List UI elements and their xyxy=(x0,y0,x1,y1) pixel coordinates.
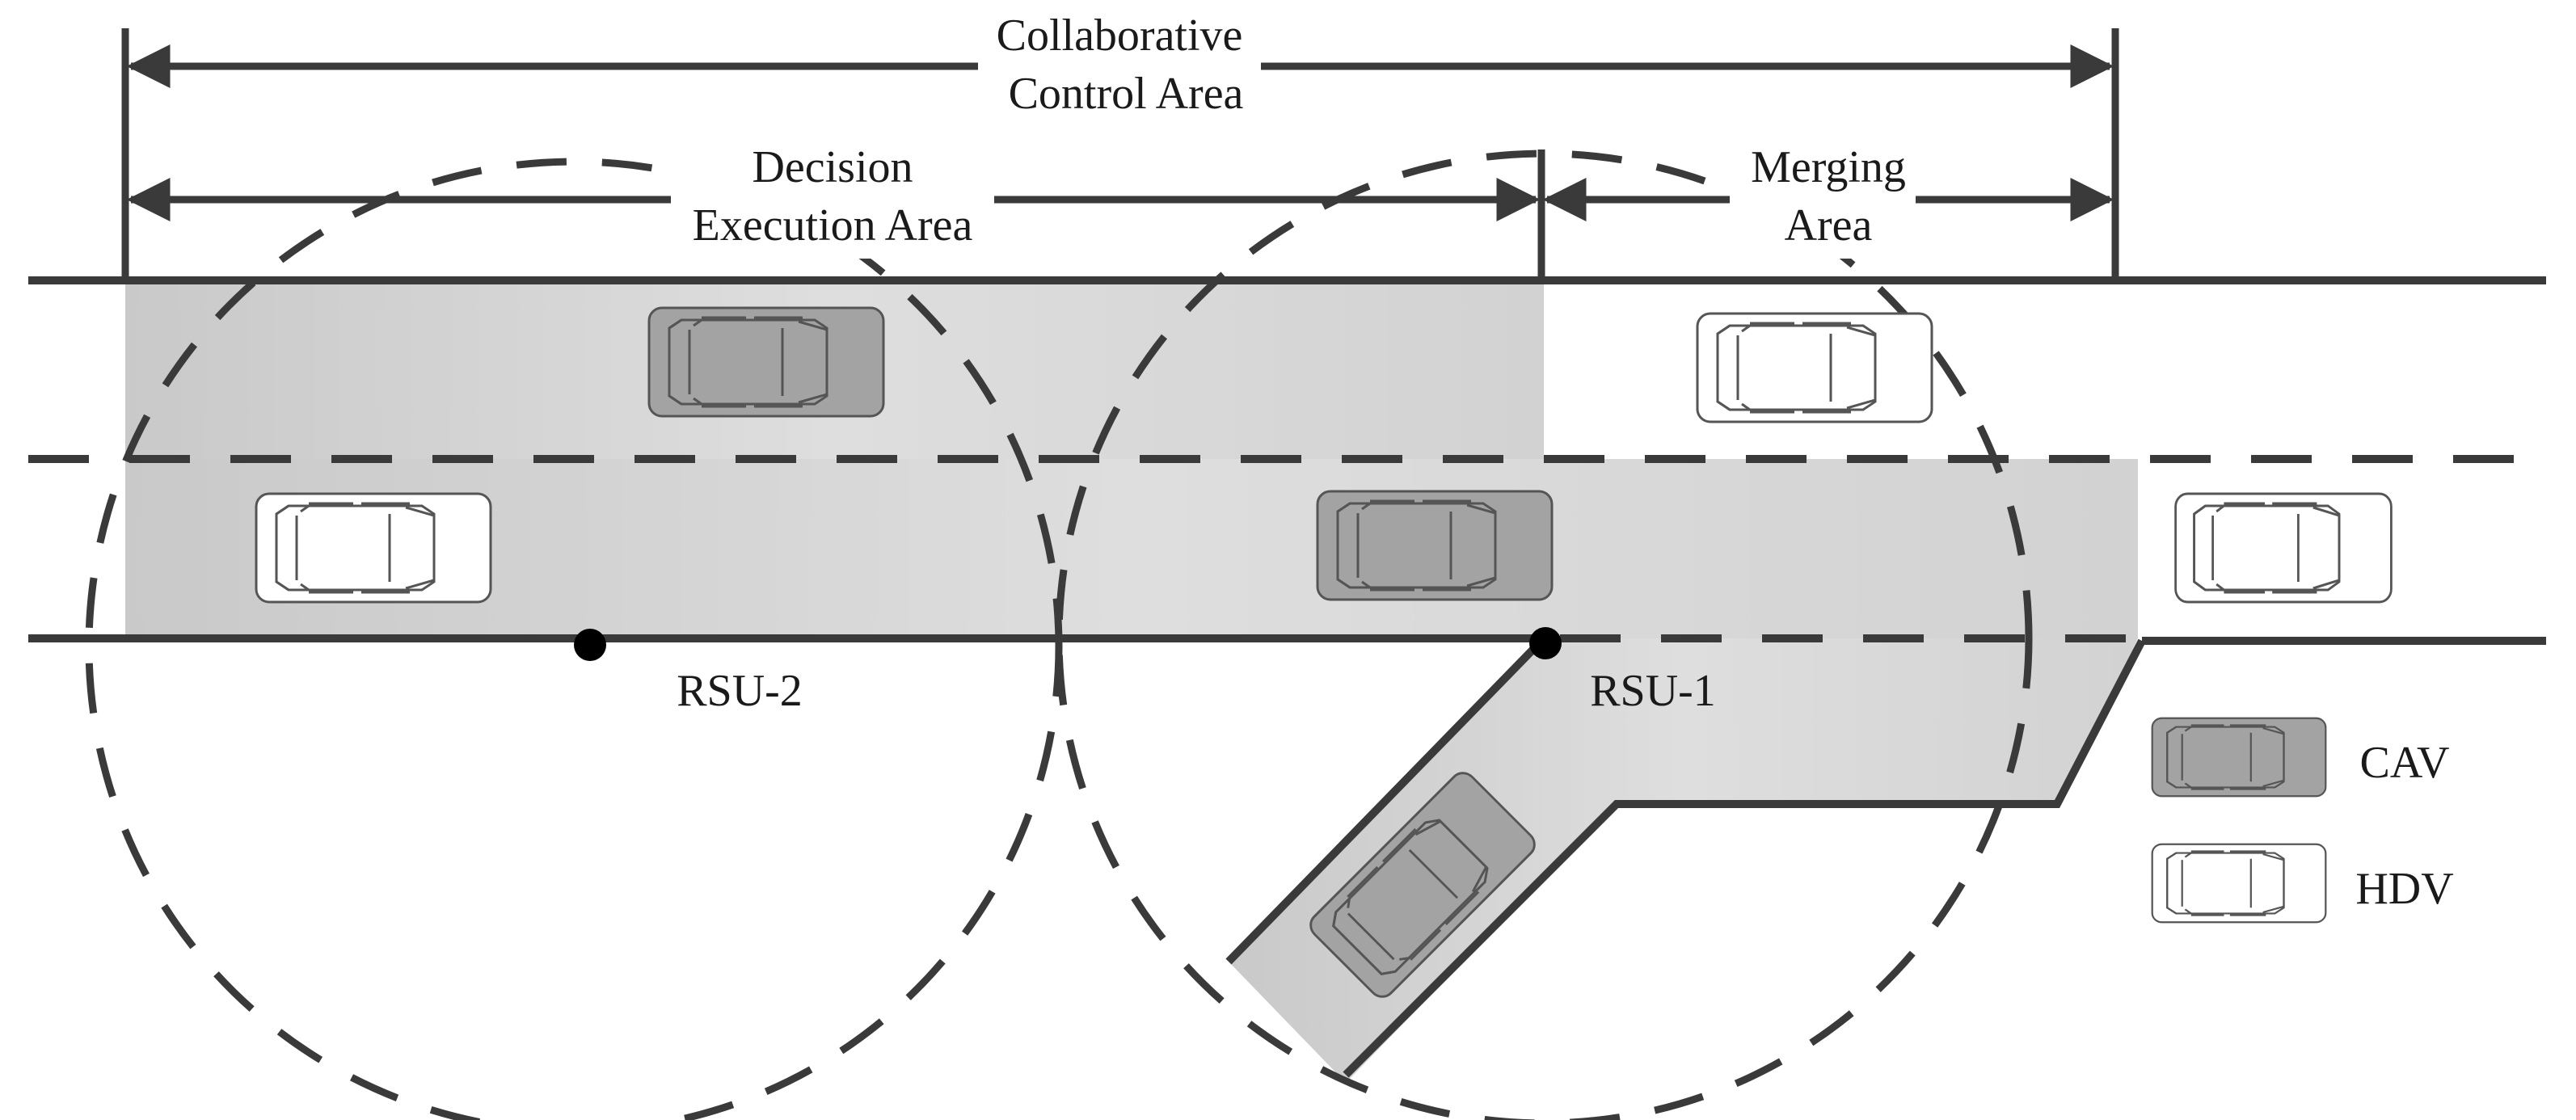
road-lines xyxy=(28,276,2546,1078)
legend-hdv-label: HDV xyxy=(2355,864,2453,914)
collaborative-label-line1: Collaborative xyxy=(997,11,1243,61)
rsu2-dot xyxy=(574,629,606,661)
rsu-coverage xyxy=(85,149,2033,1120)
rsu1-dot xyxy=(1529,627,1562,659)
cav-vehicle xyxy=(1316,490,1554,601)
rsu2-coverage-circle xyxy=(85,158,1063,1120)
legend-hdv-swatch xyxy=(2151,843,2327,924)
legend-cav-swatch xyxy=(2151,717,2327,798)
legend-cav-label: CAV xyxy=(2359,738,2449,788)
collaborative-label-line2: Control Area xyxy=(1009,69,1244,119)
ramp-lower-edge xyxy=(1343,638,2146,1078)
decision-label-line2: Execution Area xyxy=(693,200,973,251)
rsu1-label: RSU-1 xyxy=(1590,666,1716,716)
rsu2-label: RSU-2 xyxy=(677,666,803,716)
rsu-points xyxy=(574,627,1562,661)
merging-label-line1: Merging xyxy=(1751,142,1906,192)
legend: CAV HDV xyxy=(2151,717,2454,924)
hdv-vehicle xyxy=(2174,492,2393,604)
rsu1-coverage-circle xyxy=(1055,149,2033,1120)
labels: Collaborative Control Area Decision Exec… xyxy=(675,4,1912,716)
hdv-vehicle xyxy=(255,492,492,604)
hdv-vehicle xyxy=(1696,312,1933,423)
merging-label-line2: Area xyxy=(1785,200,1873,251)
cav-vehicle xyxy=(647,306,885,418)
ramp-upper-edge xyxy=(1225,635,1547,965)
boundary-ticks xyxy=(121,28,2119,280)
dimension-arrows xyxy=(126,44,2114,221)
decision-label-line1: Decision xyxy=(752,142,913,192)
